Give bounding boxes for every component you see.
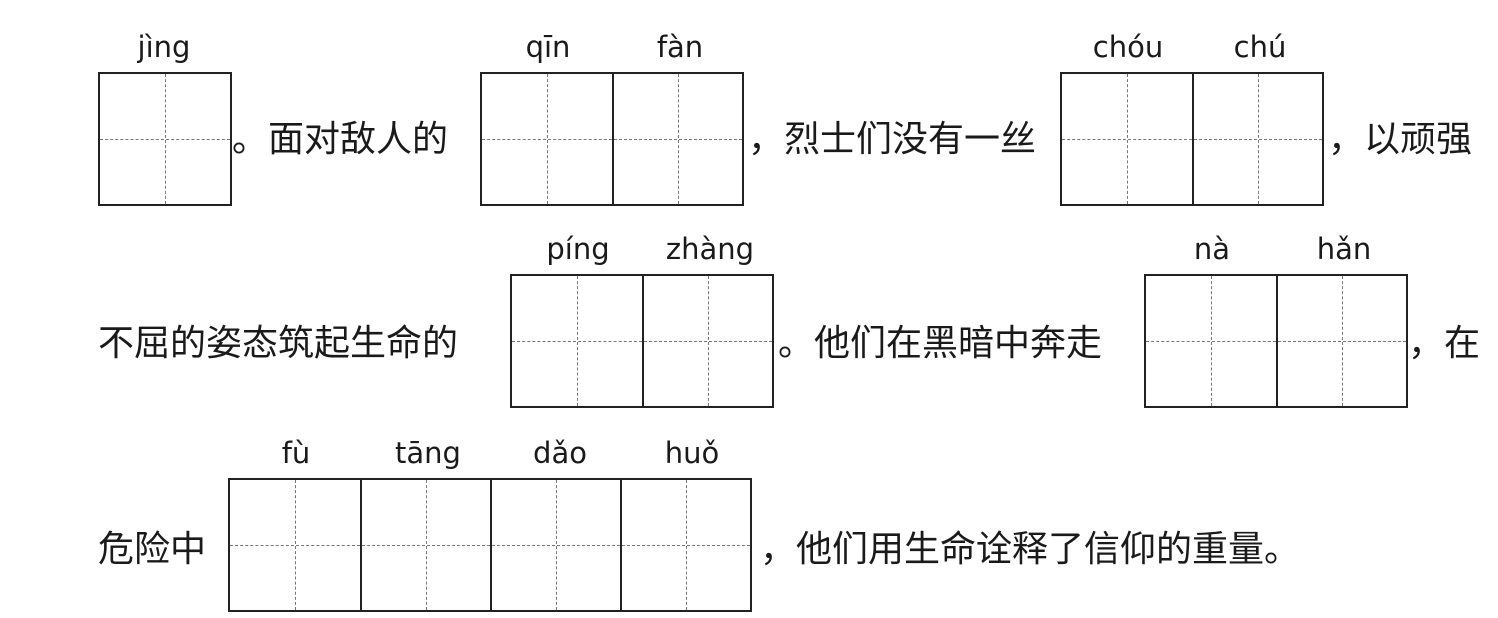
writing-cell[interactable] — [230, 480, 360, 610]
exercise-line-1: jìng 。面对敌人的 qīn fàn ，烈士们没有一丝 chóu chú ，以… — [0, 30, 1498, 230]
pinyin-label: zhàng — [665, 232, 755, 266]
writing-cell[interactable] — [1062, 74, 1192, 204]
pinyin-label: fù — [281, 436, 311, 470]
writing-cell[interactable] — [1192, 74, 1322, 204]
pinyin-label: nà — [1193, 232, 1231, 266]
character-box-futangdaohuo[interactable] — [228, 478, 752, 612]
pinyin-label: dǎo — [533, 436, 587, 470]
pinyin-label: chóu — [1092, 30, 1164, 64]
writing-cell[interactable] — [642, 276, 772, 406]
writing-cell[interactable] — [612, 74, 742, 204]
writing-cell[interactable] — [1276, 276, 1406, 406]
writing-cell[interactable] — [100, 74, 230, 204]
exercise-line-2: 不屈的姿态筑起生命的 píng zhàng 。他们在黑暗中奔走 nà hǎn ，… — [0, 232, 1498, 432]
writing-cell[interactable] — [1146, 276, 1276, 406]
pinyin-label: píng — [546, 232, 610, 266]
pinyin-label: chú — [1233, 30, 1287, 64]
writing-cell[interactable] — [512, 276, 642, 406]
character-box-pingzhang[interactable] — [510, 274, 774, 408]
sentence-text: 。面对敌人的 — [232, 119, 449, 160]
pinyin-label: huǒ — [664, 436, 720, 470]
writing-cell[interactable] — [482, 74, 612, 204]
pinyin-label: jìng — [137, 30, 191, 64]
pinyin-label: tāng — [395, 436, 461, 470]
sentence-text: 危险中 — [98, 529, 207, 570]
character-box-jing[interactable] — [98, 72, 232, 206]
writing-cell[interactable] — [490, 480, 620, 610]
sentence-text: ，他们用生命诠释了信仰的重量。 — [760, 529, 1301, 570]
character-box-chouchu[interactable] — [1060, 72, 1324, 206]
pinyin-label: hǎn — [1316, 232, 1372, 266]
sentence-text: 不屈的姿态筑起生命的 — [98, 323, 459, 364]
writing-cell[interactable] — [360, 480, 490, 610]
character-box-qinfan[interactable] — [480, 72, 744, 206]
pinyin-label: fàn — [656, 30, 704, 64]
sentence-text: 。他们在黑暗中奔走 — [778, 323, 1103, 364]
sentence-text: ，烈士们没有一丝 — [748, 119, 1037, 160]
pinyin-label: qīn — [525, 30, 571, 64]
sentence-text: ，在 — [1408, 323, 1481, 364]
writing-cell[interactable] — [620, 480, 750, 610]
exercise-line-3: 危险中 fù tāng dǎo huǒ ，他们用生命诠释了信仰的重量。 — [0, 436, 1498, 618]
sentence-text: ，以顽强 — [1328, 119, 1473, 160]
character-box-nahan[interactable] — [1144, 274, 1408, 408]
